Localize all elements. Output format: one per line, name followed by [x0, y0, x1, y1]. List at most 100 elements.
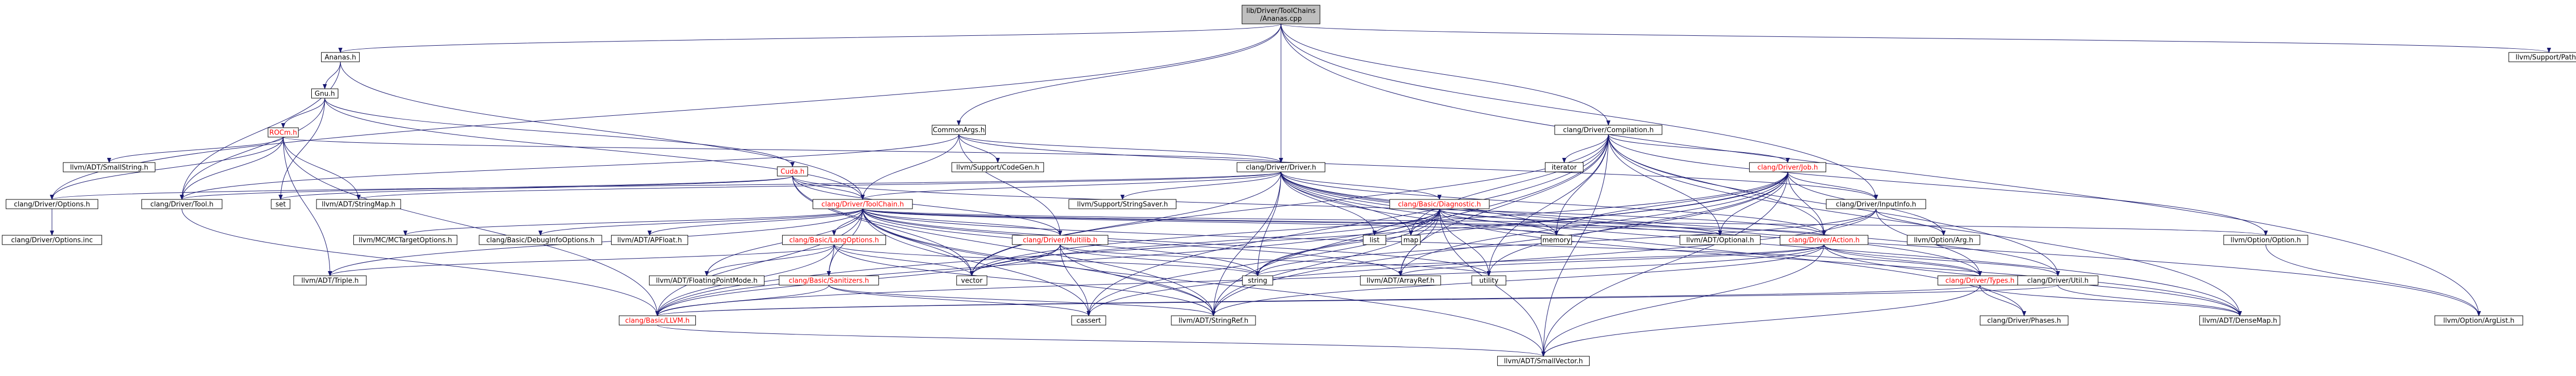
node-label: vector [961, 277, 983, 285]
edge-compilation-h-to-iterator [1562, 134, 1609, 163]
edge-driver-h-to-types-h [1280, 171, 1982, 276]
edge-toolchain-h-to-arrayref [862, 208, 1403, 276]
node-box [1680, 235, 1761, 245]
edge-toolchain-h-to-optoption [862, 208, 2268, 236]
node-box [1979, 315, 2069, 326]
node-smallstring[interactable]: llvm/ADT/SmallString.h [63, 162, 155, 172]
edge-inputinfo-h-to-cassert [1087, 208, 1877, 316]
edge-diagnostic-to-memory [1439, 208, 1558, 236]
edge-langopts-to-stringref [834, 244, 1216, 316]
node-toolchain-h[interactable]: clang/Driver/ToolChain.h [812, 199, 913, 209]
edge-diagnostic-to-llvm-h [655, 208, 1440, 316]
node-optarg[interactable]: llvm/Option/Arg.h [1907, 235, 1980, 245]
node-label: llvm/Option/Arg.h [1914, 237, 1973, 245]
node-debuginfo[interactable]: clang/Basic/DebugInfoOptions.h [479, 235, 602, 245]
edge-toolchain-h-to-multilib [862, 208, 1062, 236]
node-box [1541, 235, 1572, 245]
node-densemap[interactable]: llvm/ADT/DenseMap.h [2199, 315, 2280, 326]
node-iterator[interactable]: iterator [1544, 162, 1584, 172]
node-fpmode[interactable]: llvm/ADT/FloatingPointMode.h [649, 275, 765, 286]
node-label: llvm/Support/CodeGen.h [956, 164, 1039, 172]
edge-llvm-h-to-smallvector [657, 325, 1545, 357]
node-box [479, 235, 602, 245]
node-cassert[interactable]: cassert [1071, 315, 1106, 326]
node-driver-h[interactable]: clang/Driver/Driver.h [1236, 162, 1326, 172]
node-sanitizers[interactable]: clang/Basic/Sanitizers.h [778, 275, 879, 286]
node-box [1068, 199, 1177, 209]
node-commonargs-h[interactable]: CommonArgs.h [932, 125, 986, 135]
edge-toolchain-h-to-action-h [862, 208, 1826, 236]
node-rocm-h[interactable]: ROCm.h [268, 127, 299, 138]
node-options-inc[interactable]: clang/Driver/Options.inc [2, 235, 102, 245]
node-job-h[interactable]: clang/Driver/Job.h [1749, 162, 1827, 172]
edge-toolchain-h-to-types-h [862, 208, 1982, 276]
node-stringsaver[interactable]: llvm/Support/StringSaver.h [1068, 199, 1177, 209]
node-vector[interactable]: vector [956, 275, 987, 286]
node-phases-h[interactable]: clang/Driver/Phases.h [1979, 315, 2069, 326]
node-gnu-h[interactable]: Gnu.h [311, 88, 338, 99]
node-string[interactable]: string [1242, 275, 1273, 286]
node-util-h[interactable]: clang/Driver/Util.h [2017, 275, 2098, 286]
node-label: CommonArgs.h [933, 127, 985, 135]
node-stringmap[interactable]: llvm/ADT/StringMap.h [316, 199, 401, 209]
node-label: clang/Basic/Sanitizers.h [789, 277, 869, 285]
node-label: llvm/ADT/APFloat.h [617, 237, 682, 245]
edge-job-h-to-smallvector [1541, 171, 1788, 357]
node-memory[interactable]: memory [1541, 235, 1572, 245]
node-set[interactable]: set [271, 199, 290, 209]
node-label: clang/Driver/Compilation.h [1563, 127, 1654, 135]
edge-diagnostic-to-optional [1439, 208, 1722, 236]
edge-toolchain-h-to-debuginfo [538, 208, 863, 236]
node-label: memory [1542, 237, 1571, 245]
edge-driver-h-to-stringsaver [1120, 171, 1282, 200]
node-tool-h[interactable]: clang/Driver/Tool.h [141, 199, 222, 209]
node-multilib[interactable]: clang/Driver/Multilib.h [1012, 235, 1108, 245]
node-smallvector[interactable]: llvm/ADT/SmallVector.h [1497, 356, 1590, 366]
node-mctarget[interactable]: llvm/MC/MCTargetOptions.h [353, 235, 457, 245]
node-action-h[interactable]: clang/Driver/Action.h [1779, 235, 1869, 245]
node-triple[interactable]: llvm/ADT/Triple.h [293, 275, 367, 286]
edge-compilation-h-to-job-h [1608, 134, 1790, 163]
edge-sanitizers-to-stringref [828, 285, 1216, 316]
edge-diagnostic-to-utility [1439, 208, 1491, 276]
node-langopts[interactable]: clang/Basic/LangOptions.h [782, 235, 886, 245]
node-cuda-h[interactable]: Cuda.h [777, 166, 808, 177]
node-box [2, 235, 102, 245]
node-label: clang/Driver/Options.inc [11, 237, 93, 245]
node-box [311, 88, 338, 99]
edge-cuda-h-to-vector [792, 176, 974, 276]
node-label: utility [1479, 277, 1499, 285]
edge-langopts-to-vector [834, 244, 974, 276]
node-optional[interactable]: llvm/ADT/Optional.h [1680, 235, 1761, 245]
edge-action-h-to-stringref [1211, 244, 1825, 316]
edge-gnu-h-to-set [279, 98, 325, 200]
node-apfloat[interactable]: llvm/ADT/APFloat.h [611, 235, 689, 245]
node-optoption[interactable]: llvm/Option/Option.h [2223, 235, 2308, 245]
node-options-h[interactable]: clang/Driver/Options.h [6, 199, 98, 209]
node-map[interactable]: map [1401, 235, 1421, 245]
node-compilation-h[interactable]: clang/Driver/Compilation.h [1554, 125, 1662, 135]
node-path[interactable]: llvm/Support/Path.h [2508, 52, 2576, 62]
node-inputinfo-h[interactable]: clang/Driver/InputInfo.h [1826, 199, 1926, 209]
node-arrayref[interactable]: llvm/ADT/ArrayRef.h [1360, 275, 1441, 286]
edge-commonargs-h-to-tool-h [180, 134, 959, 200]
node-types-h[interactable]: clang/Driver/Types.h [1937, 275, 2023, 286]
edge-toolchain-h-to-vector [862, 208, 974, 276]
node-llvm-h[interactable]: clang/Basic/LLVM.h [618, 315, 696, 326]
node-diagnostic[interactable]: clang/Basic/Diagnostic.h [1389, 199, 1490, 209]
edge-job-h-to-arrayref [1398, 171, 1788, 276]
node-stringref[interactable]: llvm/ADT/StringRef.h [1171, 315, 1256, 326]
node-label: clang/Driver/Options.h [14, 201, 90, 209]
node-utility[interactable]: utility [1471, 275, 1507, 286]
node-arglist[interactable]: llvm/Option/ArgList.h [2434, 315, 2524, 326]
node-ananas-h[interactable]: Ananas.h [321, 52, 360, 62]
edge-commonargs-h-to-driver-h [958, 134, 1283, 163]
edge-rocm-h-to-stringmap [283, 137, 361, 200]
node-box [778, 275, 879, 286]
node-label: clang/Basic/LangOptions.h [789, 237, 879, 245]
node-codegen[interactable]: llvm/Support/CodeGen.h [952, 162, 1044, 172]
edge-toolchain-h-to-smallvector [862, 208, 1545, 357]
node-list[interactable]: list [1363, 235, 1386, 245]
node-box [268, 127, 299, 138]
node-label: llvm/ADT/SmallVector.h [1504, 358, 1583, 366]
